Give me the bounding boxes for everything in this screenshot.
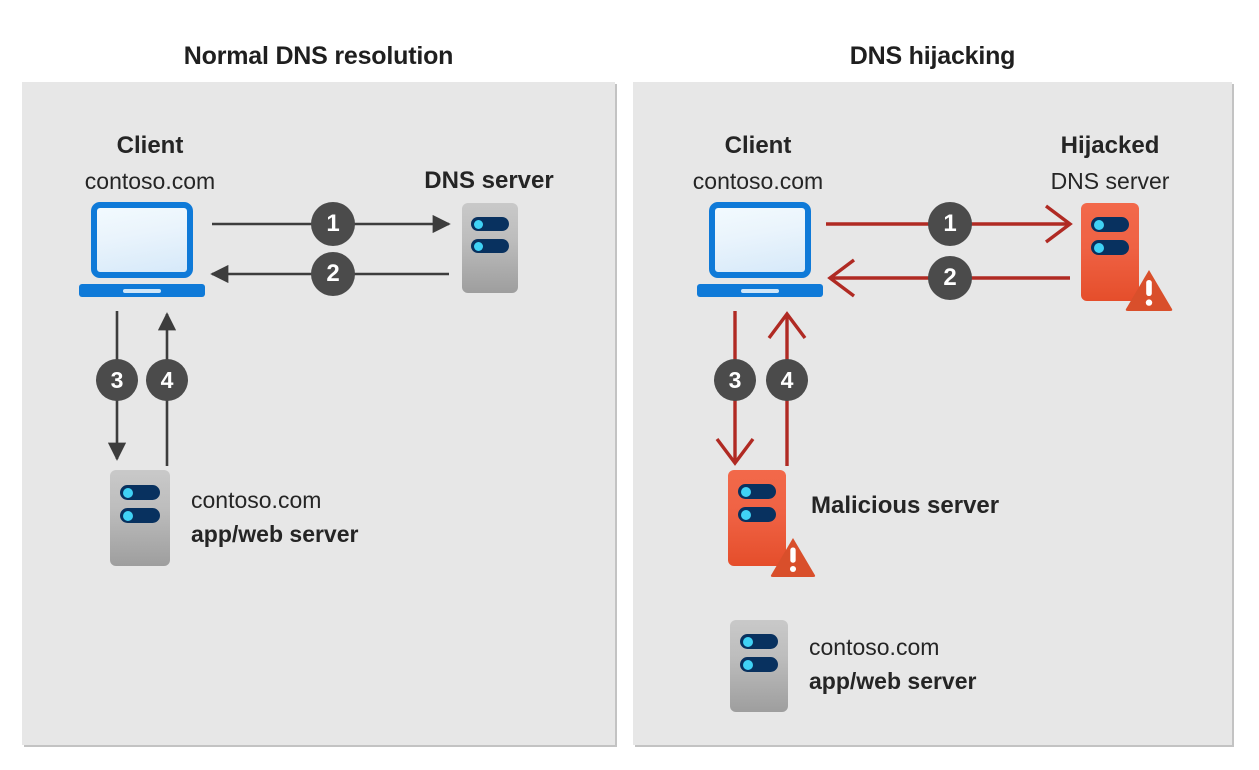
laptop-icon: [697, 202, 823, 300]
hijacked-dns-title: Hijacked: [1060, 132, 1160, 159]
laptop-screen: [91, 202, 193, 278]
right-client-domain: contoso.com: [692, 168, 824, 194]
step-badge-4-right: 4: [766, 359, 808, 401]
laptop-icon: [79, 202, 205, 300]
hijacked-dns-subtitle: DNS server: [1050, 168, 1170, 194]
dns-server-icon: [462, 203, 518, 293]
left-dns-server-title: DNS server: [424, 167, 554, 194]
app-web-server-icon-left: [110, 470, 170, 566]
right-app-server-domain: contoso.com: [809, 634, 940, 660]
server-bay-1: [740, 634, 778, 649]
malicious-server-icon: [728, 470, 786, 566]
left-app-server-domain: contoso.com: [191, 487, 322, 513]
step-badge-4-left: 4: [146, 359, 188, 401]
server-bay-1: [738, 484, 776, 499]
laptop-trackpad: [741, 289, 779, 293]
step-badge-3-right: 3: [714, 359, 756, 401]
server-bay-1: [120, 485, 160, 500]
panel-normal-dns-resolution: [22, 82, 615, 745]
server-bay-2: [738, 507, 776, 522]
left-client-title: Client: [116, 132, 184, 159]
hijacked-dns-server-icon: [1081, 203, 1139, 301]
server-bay-1: [1091, 217, 1129, 232]
server-bay-2: [740, 657, 778, 672]
server-bay-2: [1091, 240, 1129, 255]
right-app-server-role: app/web server: [809, 668, 977, 694]
warning-triangle-icon: [770, 537, 816, 577]
server-bay-1: [471, 217, 509, 231]
server-bay-2: [120, 508, 160, 523]
right-client-title: Client: [724, 132, 792, 159]
step-badge-2-right: 2: [928, 256, 972, 300]
step-badge-1-right: 1: [928, 202, 972, 246]
app-web-server-icon-right: [730, 620, 788, 712]
panel-title-dns-hijacking: DNS hijacking: [849, 42, 1016, 70]
step-badge-3-left: 3: [96, 359, 138, 401]
left-client-domain: contoso.com: [84, 168, 216, 194]
server-bay-2: [471, 239, 509, 253]
malicious-server-label: Malicious server: [811, 492, 1000, 519]
panel-title-normal-dns-resolution: Normal DNS resolution: [183, 42, 454, 70]
step-badge-2-left: 2: [311, 252, 355, 296]
laptop-trackpad: [123, 289, 161, 293]
warning-triangle-icon: [1125, 269, 1173, 311]
left-app-server-role: app/web server: [191, 521, 359, 547]
step-badge-1-left: 1: [311, 202, 355, 246]
laptop-screen: [709, 202, 811, 278]
